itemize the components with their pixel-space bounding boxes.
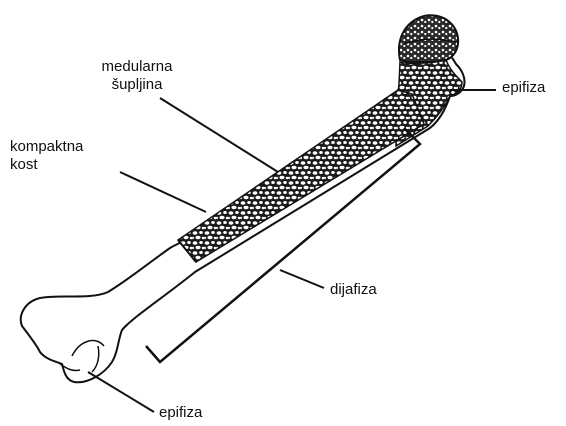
label-kompaktna-line2: kost: [10, 156, 83, 174]
label-epiphysis-top: epifiza: [502, 79, 545, 97]
label-compact-bone: kompaktna kost: [10, 138, 83, 174]
label-diaphysis: dijafiza: [330, 281, 377, 299]
leader-dijafiza: [280, 270, 324, 288]
label-medullary-cavity: medularna šupljina: [82, 58, 192, 94]
medullary-cavity: [178, 90, 424, 262]
leader-kompaktna: [120, 172, 206, 212]
label-medularna-line1: medularna: [82, 58, 192, 76]
leader-epifiza-bottom: [88, 372, 154, 412]
label-kompaktna-line1: kompaktna: [10, 138, 83, 156]
label-medularna-line2: šupljina: [82, 76, 192, 94]
leader-medularna: [160, 98, 278, 172]
label-epiphysis-bottom: epifiza: [159, 404, 202, 422]
